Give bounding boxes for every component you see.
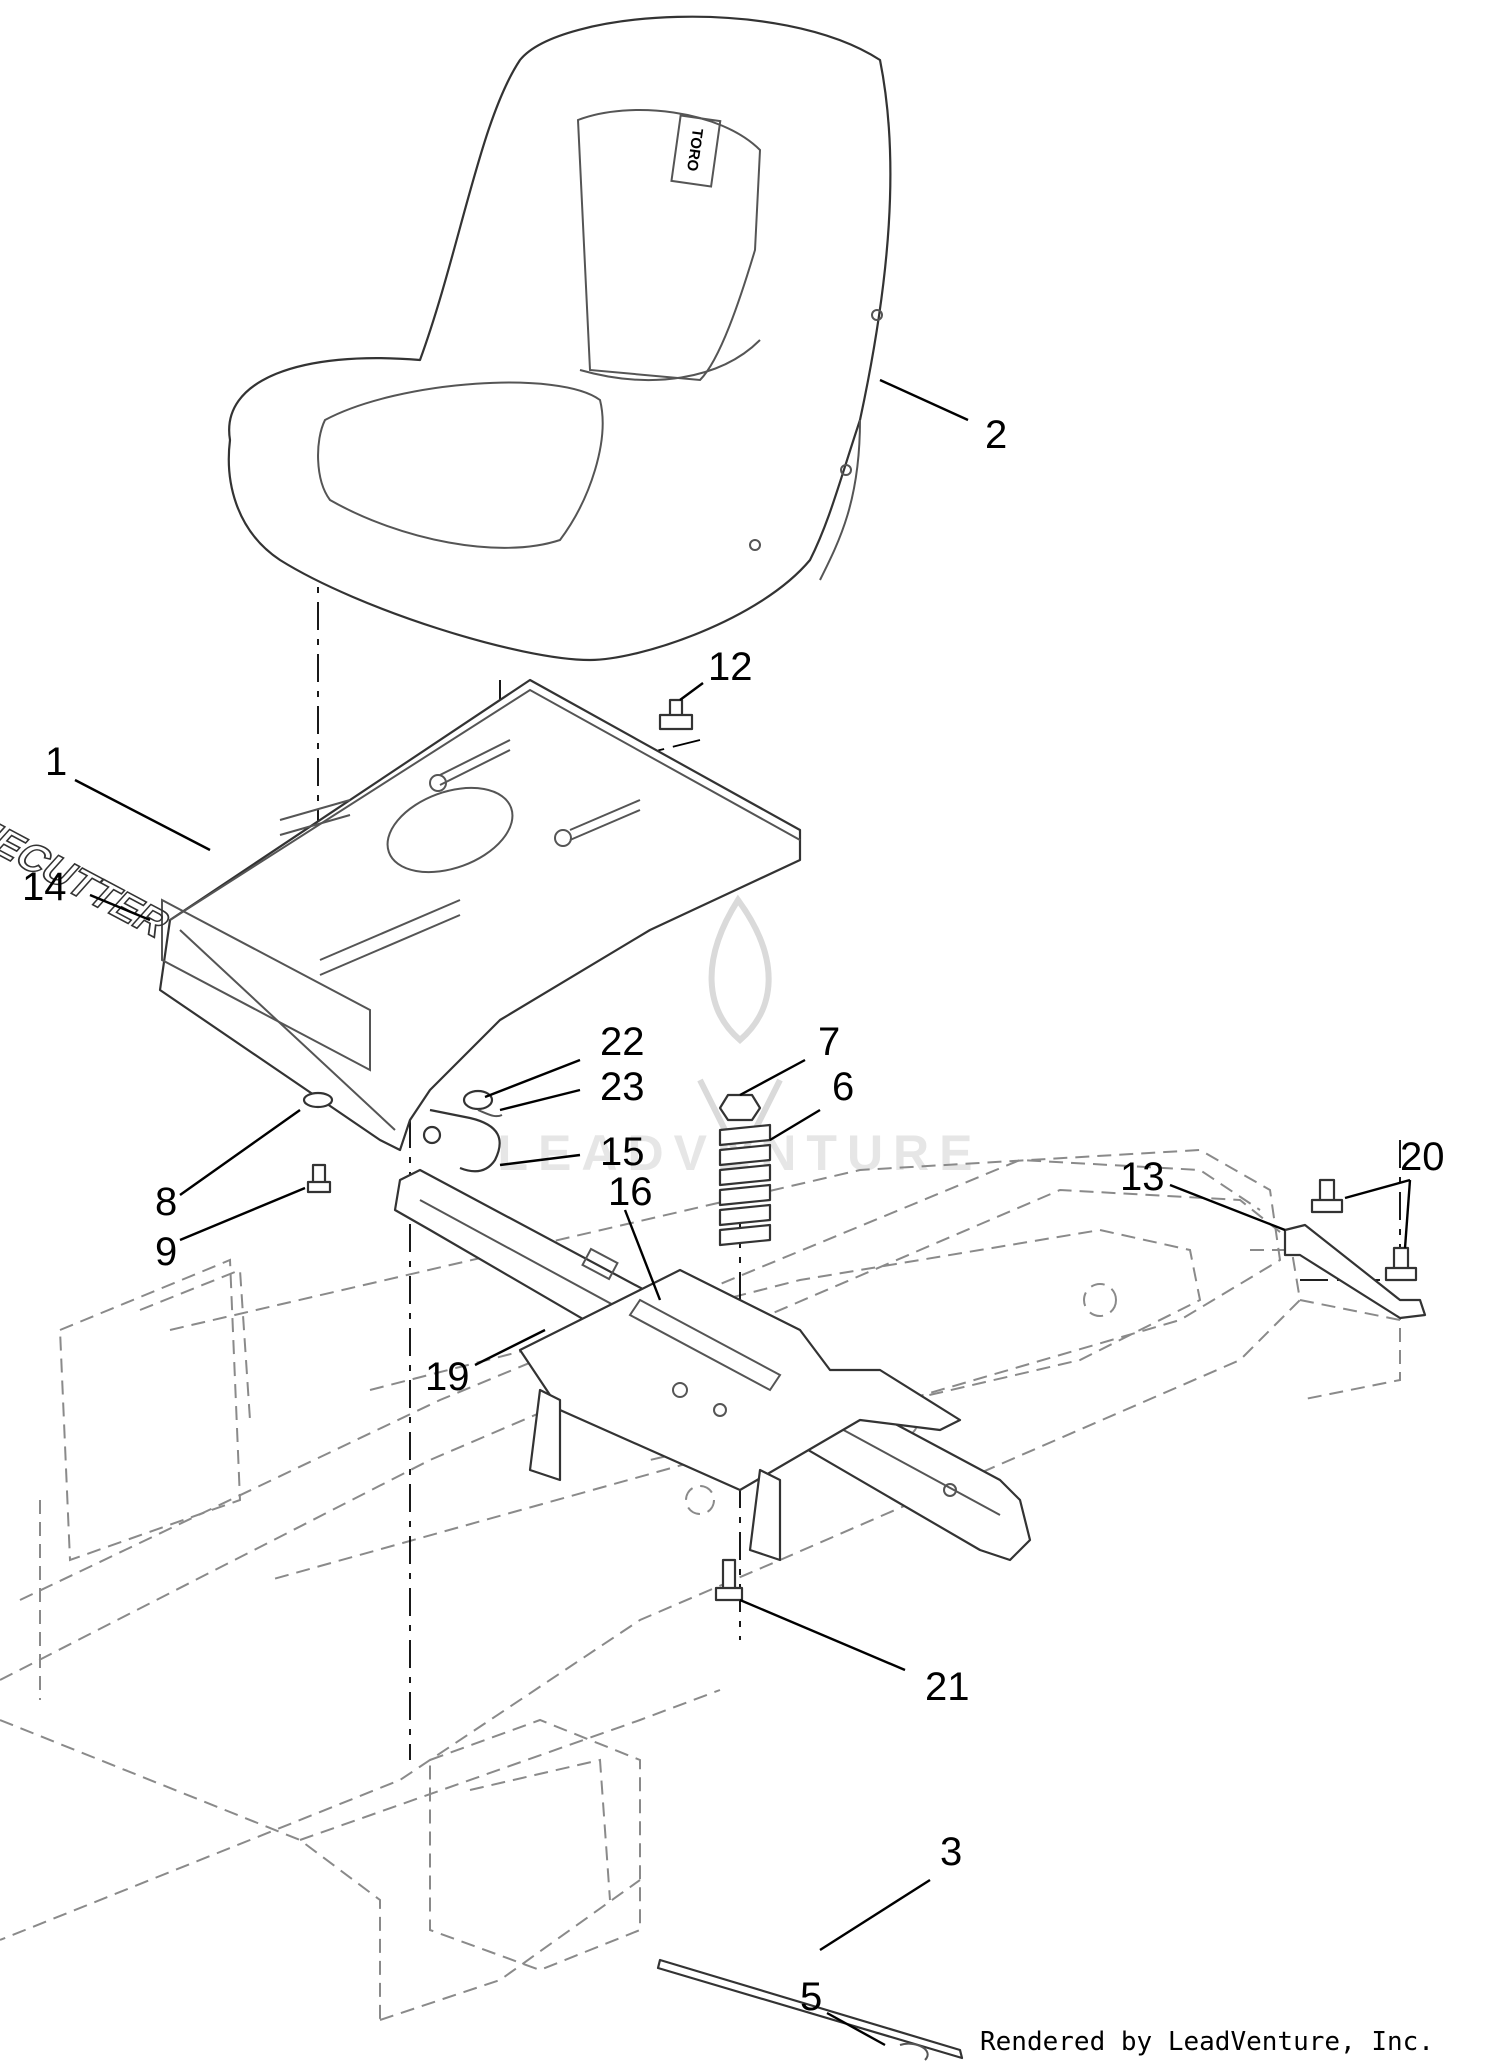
washer-8 xyxy=(302,1091,334,1109)
callout-13: 13 xyxy=(1120,1155,1165,1199)
callout-19: 19 xyxy=(425,1355,470,1399)
hairpin-5 xyxy=(899,2042,929,2061)
warning-decal xyxy=(628,1298,782,1392)
callout-8: 8 xyxy=(155,1180,177,1224)
washer-22 xyxy=(462,1089,494,1111)
callout-20: 20 xyxy=(1400,1135,1445,1179)
callout-6: 6 xyxy=(832,1065,854,1109)
callout-3: 3 xyxy=(940,1830,962,1874)
callout-15: 15 xyxy=(600,1130,645,1174)
seat-plate: TIMECUTTER xyxy=(0,678,802,1152)
callout-9: 9 xyxy=(155,1230,177,1274)
bolt-9 xyxy=(306,1163,332,1194)
callout-1: 1 xyxy=(45,740,67,784)
pivot-rod-3 xyxy=(656,1958,964,2060)
callout-23: 23 xyxy=(600,1065,645,1109)
callout-14: 14 xyxy=(22,865,67,909)
callout-12: 12 xyxy=(708,645,753,689)
callout-5: 5 xyxy=(800,1975,822,2019)
seat: TORO xyxy=(227,15,892,662)
callout-21: 21 xyxy=(925,1665,970,1709)
nut-7 xyxy=(718,1093,762,1122)
callout-16: 16 xyxy=(608,1170,653,1214)
render-credit: Rendered by LeadVenture, Inc. xyxy=(980,2027,1434,2057)
bolts-20 xyxy=(1310,1178,1418,1282)
bolt-21 xyxy=(714,1558,744,1602)
leader-lines xyxy=(74,378,1412,2047)
rod-15 xyxy=(422,1108,501,1173)
callout-2: 2 xyxy=(985,413,1007,457)
callout-22: 22 xyxy=(600,1020,645,1064)
seat-bracket xyxy=(393,1168,1032,1562)
spring-pin-23 xyxy=(477,1109,503,1118)
bolt-12 xyxy=(658,698,694,731)
callout-7: 7 xyxy=(818,1020,840,1064)
toro-logo: TORO xyxy=(670,114,722,188)
callouts: 2 12 1 14 22 23 15 7 6 8 9 16 19 13 20 2… xyxy=(22,413,1445,2019)
bracket-13 xyxy=(1283,1223,1427,1320)
svg-text:TORO: TORO xyxy=(683,127,706,172)
